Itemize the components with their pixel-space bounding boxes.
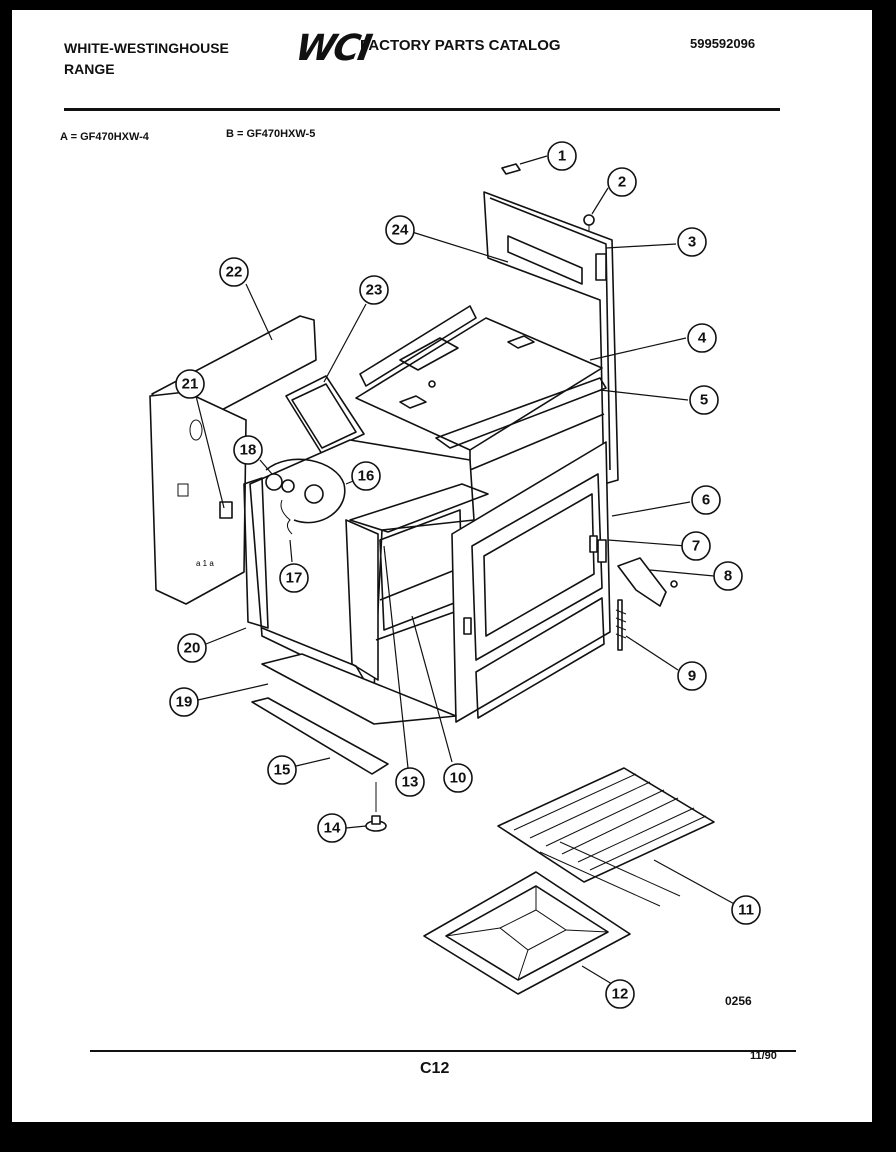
- svg-text:19: 19: [176, 694, 193, 711]
- callout-21: 21: [175, 369, 205, 399]
- part-11-oven-rack: [497, 767, 715, 907]
- catalog-date: 11/90: [750, 1050, 777, 1062]
- svg-text:7: 7: [692, 538, 700, 555]
- svg-text:23: 23: [366, 282, 383, 299]
- callout-23: 23: [359, 275, 389, 305]
- callout-20: 20: [177, 633, 207, 663]
- part-16-burner-shield: [265, 458, 346, 524]
- part-21-left-side: a 1 a: [149, 391, 247, 605]
- callout-9: 9: [677, 661, 707, 691]
- svg-text:11: 11: [738, 902, 754, 919]
- part-18-valve: [265, 473, 295, 493]
- callout-19: 19: [169, 687, 199, 717]
- callout-12: 12: [605, 979, 635, 1009]
- brand-line-2: RANGE: [64, 61, 115, 77]
- svg-text:9: 9: [688, 668, 696, 685]
- svg-text:16: 16: [358, 468, 375, 485]
- svg-text:22: 22: [226, 264, 243, 281]
- callout-14: 14: [317, 813, 347, 843]
- svg-text:13: 13: [402, 774, 419, 791]
- page-code: C12: [420, 1060, 450, 1077]
- callout-16: 16: [351, 461, 381, 491]
- callout-24: 24: [385, 215, 415, 245]
- part-19-bottom-panel: [261, 653, 457, 725]
- callout-15: 15: [267, 755, 297, 785]
- part-17-wire: [280, 499, 293, 535]
- svg-text:21: 21: [182, 376, 199, 393]
- diagram-code: 0256: [725, 994, 752, 1008]
- svg-text:5: 5: [700, 392, 708, 409]
- callout-3: 3: [677, 227, 707, 257]
- brand-line-1: WHITE-WESTINGHOUSE: [64, 40, 229, 56]
- brand-heading: WHITE-WESTINGHOUSE RANGE: [64, 38, 229, 80]
- svg-text:10: 10: [450, 770, 467, 787]
- part-15-kick-plate: [251, 697, 389, 775]
- callout-10: 10: [443, 763, 473, 793]
- callout-8: 8: [713, 561, 743, 591]
- model-b-label: B = GF470HXW-5: [226, 128, 316, 140]
- part-23-bracket: [285, 375, 365, 455]
- callout-13: 13: [395, 767, 425, 797]
- svg-text:6: 6: [702, 492, 710, 509]
- oven-body: [243, 439, 489, 691]
- svg-text:12: 12: [612, 986, 629, 1003]
- callout-22: 22: [219, 257, 249, 287]
- svg-text:17: 17: [286, 570, 303, 587]
- part-14-leveling-leg: [365, 782, 387, 832]
- callout-1: 1: [547, 141, 577, 171]
- svg-text:24: 24: [392, 222, 409, 239]
- header-divider: [64, 108, 780, 111]
- svg-text:a 1 a: a 1 a: [196, 559, 214, 568]
- callout-17: 17: [279, 563, 309, 593]
- callout-5: 5: [689, 385, 719, 415]
- catalog-title: FACTORY PARTS CATALOG: [360, 37, 561, 54]
- footer-divider: [90, 1050, 796, 1052]
- svg-text:3: 3: [688, 234, 696, 251]
- svg-text:1: 1: [558, 148, 566, 165]
- callout-4: 4: [687, 323, 717, 353]
- part-3-back-panel: [483, 191, 619, 485]
- part-7-hinge-bracket: [597, 539, 607, 563]
- part-4-top-panel: [355, 305, 603, 451]
- part-8-hinge: [617, 557, 678, 607]
- callout-2: 2: [607, 167, 637, 197]
- callout-18: 18: [233, 435, 263, 465]
- leader-lines: [195, 155, 739, 985]
- svg-text:18: 18: [240, 442, 257, 459]
- callout-6: 6: [691, 485, 721, 515]
- part-6-door: [451, 441, 611, 723]
- svg-text:15: 15: [274, 762, 291, 779]
- svg-text:8: 8: [724, 568, 732, 585]
- svg-text:14: 14: [324, 820, 341, 837]
- catalog-part-number: 599592096: [690, 36, 756, 51]
- callout-11: 11: [731, 895, 761, 925]
- svg-text:20: 20: [184, 640, 201, 657]
- callout-7: 7: [681, 531, 711, 561]
- model-a-label: A = GF470HXW-4: [60, 131, 149, 143]
- svg-text:2: 2: [618, 174, 626, 191]
- part-12-broiler-pan: [423, 871, 631, 995]
- part-1-clip: [501, 163, 521, 175]
- part-9-spring: [615, 599, 627, 651]
- svg-text:4: 4: [698, 330, 707, 347]
